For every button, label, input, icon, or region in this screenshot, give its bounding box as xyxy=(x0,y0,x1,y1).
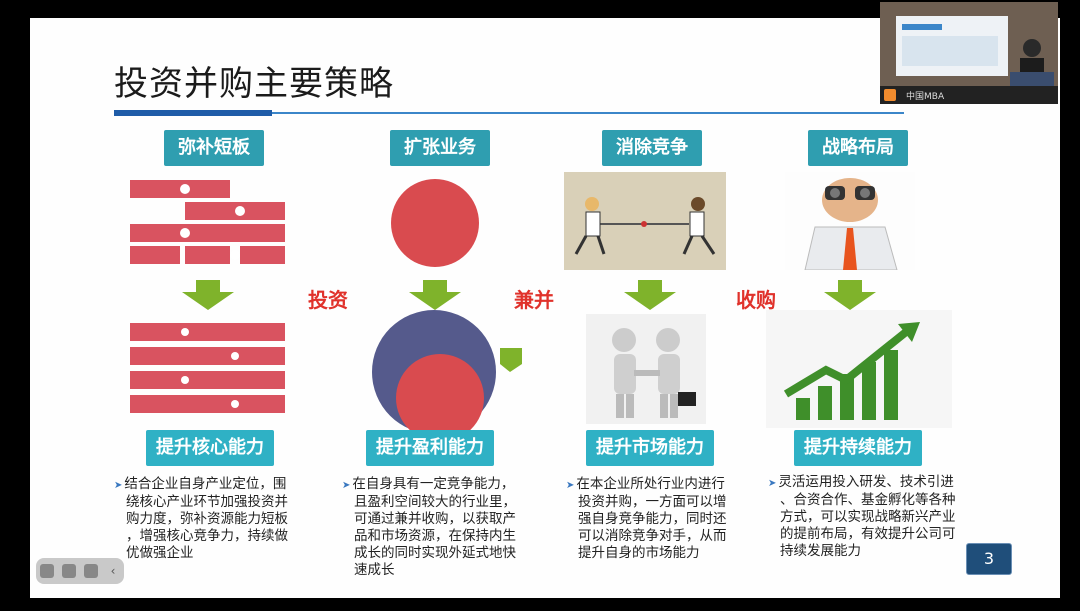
tug-of-war-image xyxy=(564,172,726,270)
word-acquire: 收购 xyxy=(736,288,776,312)
desc-eliminate-competition: ➤在本企业所处行业内进行 投资并购，一方面可以增 强自身竞争能力，同时还 可以消… xyxy=(566,476,727,561)
annotate-icon[interactable] xyxy=(62,564,76,578)
word-invest: 投资 xyxy=(308,288,348,312)
down-arrow-2 xyxy=(409,280,461,310)
desc-strategic-layout: ➤灵活运用投入研发、技术引进 、合资合作、基金孵化等各种 方式，可以实现战略新兴… xyxy=(768,474,956,559)
word-merge: 兼并 xyxy=(514,288,554,312)
puzzle-assembled-image xyxy=(130,323,285,413)
label-eliminate-competition: 消除竞争 xyxy=(602,130,702,166)
down-arrow-4 xyxy=(824,280,876,310)
binoculars-man-image xyxy=(785,172,915,270)
user-icon[interactable] xyxy=(884,89,896,101)
red-circle-image xyxy=(391,179,479,267)
chat-icon[interactable] xyxy=(84,564,98,578)
handshake-image xyxy=(586,314,706,424)
presentation-slide: 投资并购主要策略 弥补短板 扩张业务 消除竞争 战略布局 xyxy=(30,18,1060,598)
desc-expand-business: ➤在自身具有一定竞争能力， 且盈利空间较大的行业里， 可通过兼并收购，以获取产 … xyxy=(342,476,516,578)
page-number: 3 xyxy=(966,543,1012,575)
presenter-video[interactable]: 中国MBA xyxy=(880,2,1058,104)
slide-toolbar: ‹ xyxy=(36,558,124,584)
puzzle-pieces-image xyxy=(130,180,285,264)
label-fill-gap: 弥补短板 xyxy=(164,130,264,166)
result-profitability: 提升盈利能力 xyxy=(366,430,494,466)
down-arrow-3 xyxy=(624,280,676,310)
video-control-bar xyxy=(880,86,1058,104)
slide-title: 投资并购主要策略 xyxy=(114,64,394,104)
nested-circles-image xyxy=(372,310,522,430)
desc-fill-gap: ➤结合企业自身产业定位，围 绕核心产业环节加强投资并 购力度，弥补资源能力短板 … xyxy=(114,476,288,561)
label-expand-business: 扩张业务 xyxy=(390,130,490,166)
result-sustainability: 提升持续能力 xyxy=(794,430,922,466)
title-underline xyxy=(114,110,904,116)
prev-icon[interactable]: ‹ xyxy=(110,564,116,578)
grid-view-icon[interactable] xyxy=(40,564,54,578)
result-market-capability: 提升市场能力 xyxy=(586,430,714,466)
growth-chart-image xyxy=(766,310,952,428)
result-core-capability: 提升核心能力 xyxy=(146,430,274,466)
down-arrow-1 xyxy=(182,280,234,310)
video-caption: 中国MBA xyxy=(906,92,945,102)
label-strategic-layout: 战略布局 xyxy=(808,130,908,166)
